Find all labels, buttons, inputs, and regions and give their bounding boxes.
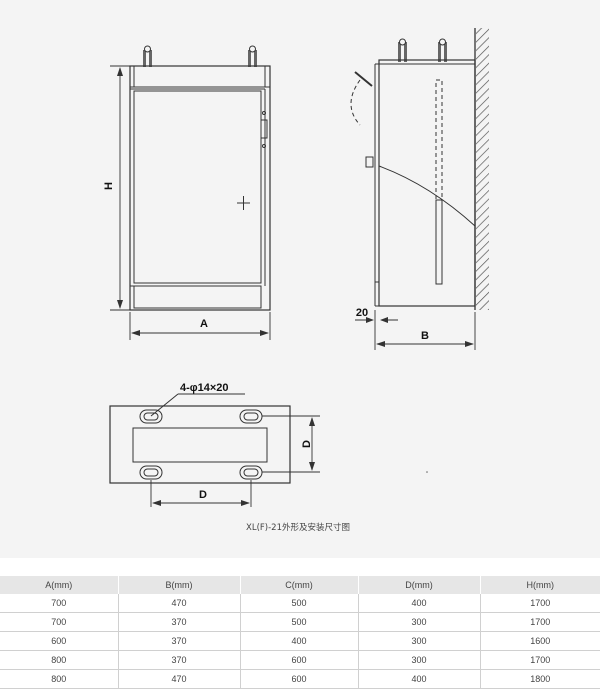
table-cell: 300 [358, 650, 481, 670]
cabinet-outline [129, 65, 271, 311]
offset-dimension [355, 317, 398, 323]
door-open-line [354, 71, 373, 87]
door-handle [260, 119, 268, 139]
table-cell: 1700 [480, 650, 600, 670]
table-cell: 300 [358, 631, 481, 651]
table-cell: 800 [0, 650, 119, 670]
mounting-slot [139, 409, 163, 424]
table-cell: 470 [118, 669, 241, 689]
cabinet-door [133, 90, 262, 284]
table-cell: 370 [118, 631, 241, 651]
depth-label-b: B [421, 330, 429, 342]
base-opening [132, 427, 268, 463]
table-cell: 1700 [480, 594, 600, 613]
depth-dimension-b [374, 310, 476, 350]
table-cell: 1600 [480, 631, 600, 651]
side-view [350, 28, 489, 310]
front-view [129, 45, 271, 311]
table-row: 700 370 500 300 1700 [0, 612, 600, 632]
width-dimension-a [129, 312, 271, 340]
table-cell: 600 [240, 650, 359, 670]
table-row: 800 370 600 300 1700 [0, 650, 600, 670]
table-header-b: B(mm) [118, 576, 241, 594]
height-dimension [110, 65, 130, 311]
table-cell: 700 [0, 594, 119, 613]
table-cell: 1700 [480, 612, 600, 632]
table-row: 800 470 600 400 1800 [0, 669, 600, 689]
width-dimension-d [150, 480, 252, 507]
technical-drawing: H A [0, 0, 600, 558]
table-cell: 600 [0, 631, 119, 651]
hole-leader-line [150, 393, 179, 417]
wall-hatch [476, 28, 489, 310]
diagram-caption: XL(F)-21外形及安装尺寸图 [246, 522, 350, 533]
table-cell: 800 [0, 669, 119, 689]
side-cabinet-outline [378, 59, 476, 307]
table-cell: 400 [358, 594, 481, 613]
table-row: 600 370 400 300 1600 [0, 631, 600, 651]
table-cell: 400 [358, 669, 481, 689]
table-cell: 400 [240, 631, 359, 651]
mounting-slot [139, 465, 163, 480]
door-curve [378, 165, 476, 227]
base-plate-outline [109, 405, 291, 484]
drawing-svg: H A [103, 28, 489, 533]
table-cell: 370 [118, 612, 241, 632]
table-header-d: D(mm) [358, 576, 481, 594]
table-cell: 300 [358, 612, 481, 632]
table-cell: 1800 [480, 669, 600, 689]
mounting-rail-dashed [435, 79, 443, 201]
door-swing-arc [350, 79, 361, 126]
table-header-a: A(mm) [0, 576, 119, 594]
table-header-c: C(mm) [240, 576, 359, 594]
table-cell: 600 [240, 669, 359, 689]
height-label: H [103, 182, 115, 190]
table-cell: 500 [240, 612, 359, 632]
base-view [109, 393, 291, 484]
depth-dimension-d [262, 415, 320, 473]
width-label-d: D [199, 489, 207, 501]
spec-table: A(mm) B(mm) C(mm) D(mm) H(mm) 700 470 50… [0, 576, 600, 689]
table-cell: 470 [118, 594, 241, 613]
mounting-slot [239, 409, 263, 424]
table-row: 700 470 500 400 1700 [0, 594, 600, 613]
hole-spec-label: 4-φ14×20 [180, 382, 229, 394]
offset-label: 20 [356, 307, 368, 319]
lifting-eye-left [143, 45, 152, 67]
table-cell: 370 [118, 650, 241, 670]
lifting-eye-right [248, 45, 257, 67]
table-header-row: A(mm) B(mm) C(mm) D(mm) H(mm) [0, 576, 600, 594]
table-header-h: H(mm) [480, 576, 600, 594]
table-cell: 700 [0, 612, 119, 632]
mounting-rail [435, 199, 443, 285]
cabinet-base [133, 285, 262, 309]
width-label-a: A [200, 318, 208, 330]
depth-label-d: D [301, 440, 313, 448]
table-cell: 500 [240, 594, 359, 613]
mounting-slot [239, 465, 263, 480]
